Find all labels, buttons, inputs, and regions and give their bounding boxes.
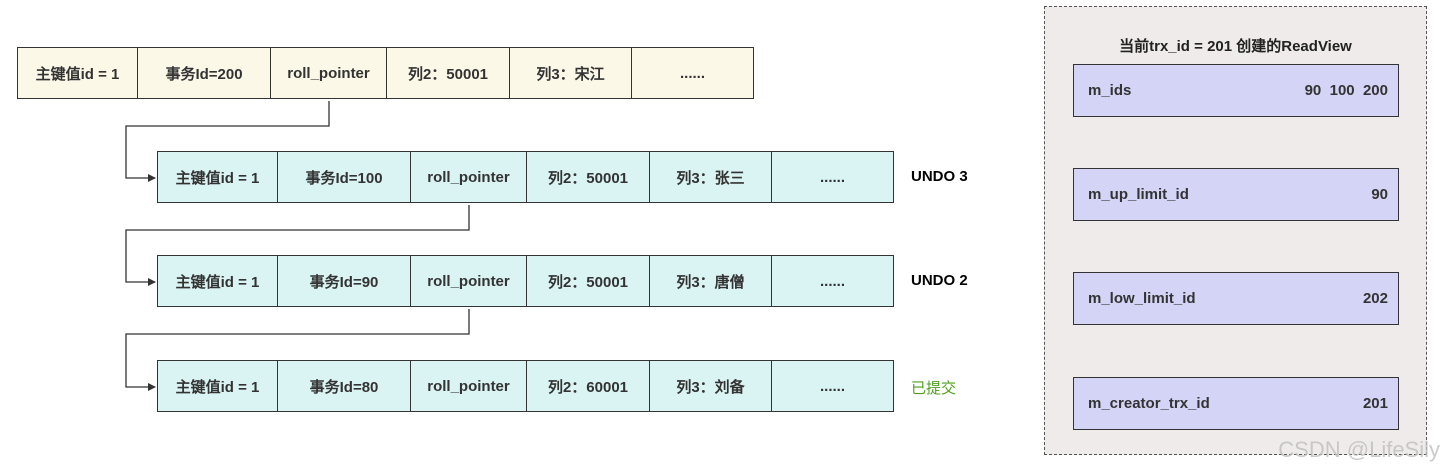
cell-trx-id: 事务Id=80: [278, 361, 411, 411]
cell-primary-key: 主键值id = 1: [18, 48, 138, 98]
field-m-ids: m_ids 90 100 200: [1073, 64, 1399, 117]
cell-column-2: 列2：60001: [527, 361, 650, 411]
cell-trx-id: 事务Id=90: [278, 256, 411, 306]
cell-primary-key: 主键值id = 1: [158, 361, 278, 411]
cell-ellipsis: ......: [819, 168, 845, 186]
field-value: 201: [1362, 395, 1388, 412]
cell-column-2: 列2：50001: [527, 152, 650, 202]
cell-roll-pointer: roll_pointer: [271, 48, 387, 98]
field-name: m_low_limit_id: [1088, 290, 1196, 307]
readview-title: 当前trx_id = 201 创建的ReadView: [1119, 38, 1352, 55]
cell-ellipsis: ......: [819, 272, 845, 290]
field-m-up-limit-id: m_up_limit_id 90: [1073, 168, 1399, 221]
committed-row: 主键值id = 1 事务Id=80 roll_pointer 列2：60001 …: [157, 360, 894, 412]
field-value: 202: [1362, 290, 1388, 307]
field-m-creator-trx-id: m_creator_trx_id 201: [1073, 377, 1399, 430]
cell-trx-id: 事务Id=200: [138, 48, 271, 98]
cell-primary-key: 主键值id = 1: [158, 256, 278, 306]
cell-column-2: 列2：50001: [527, 256, 650, 306]
field-value: 90 100 200: [1304, 82, 1388, 99]
cell-column-3: 列3：宋江: [510, 48, 632, 98]
cell-ellipsis: ......: [679, 64, 705, 82]
cell-roll-pointer: roll_pointer: [411, 152, 527, 202]
cell-trx-id: 事务Id=100: [278, 152, 411, 202]
field-name: m_up_limit_id: [1088, 186, 1189, 203]
cell-column-3: 列3：张三: [650, 152, 772, 202]
current-version-row: 主键值id = 1 事务Id=200 roll_pointer 列2：50001…: [17, 47, 754, 99]
field-name: m_ids: [1088, 82, 1132, 99]
watermark: CSDN @LifeSily: [1278, 437, 1440, 462]
field-m-low-limit-id: m_low_limit_id 202: [1073, 272, 1399, 325]
undo-3-label: UNDO 3: [911, 168, 968, 185]
cell-roll-pointer: roll_pointer: [411, 361, 527, 411]
cell-roll-pointer: roll_pointer: [411, 256, 527, 306]
cell-ellipsis: ......: [819, 377, 845, 395]
cell-primary-key: 主键值id = 1: [158, 152, 278, 202]
cell-column-3: 列3：刘备: [650, 361, 772, 411]
committed-label: 已提交: [911, 380, 957, 397]
field-value: 90: [1371, 186, 1388, 203]
readview-panel: 当前trx_id = 201 创建的ReadView m_ids 90 100 …: [1044, 6, 1427, 455]
undo-2-label: UNDO 2: [911, 272, 968, 289]
cell-column-3: 列3：唐僧: [650, 256, 772, 306]
undo-row-3: 主键值id = 1 事务Id=100 roll_pointer 列2：50001…: [157, 151, 894, 203]
undo-row-2: 主键值id = 1 事务Id=90 roll_pointer 列2：50001 …: [157, 255, 894, 307]
cell-column-2: 列2：50001: [387, 48, 510, 98]
field-name: m_creator_trx_id: [1088, 395, 1210, 412]
